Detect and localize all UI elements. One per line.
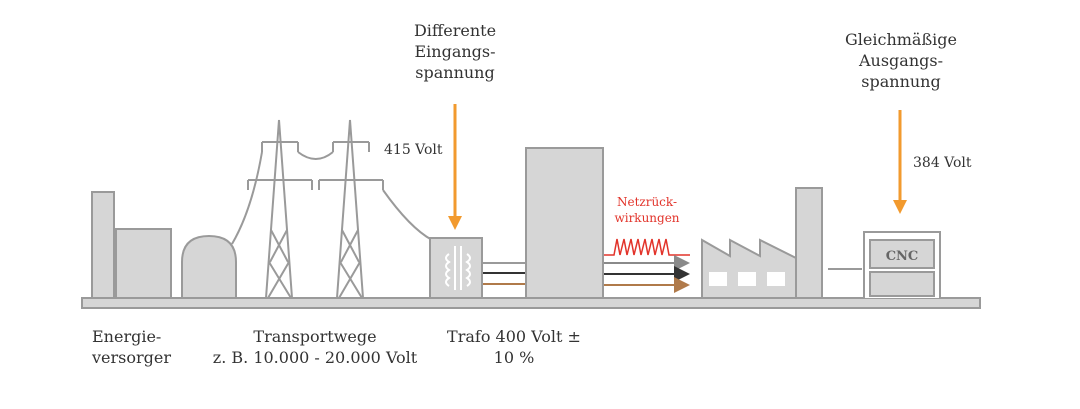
transformer-output-lines [483, 262, 525, 285]
feedback-waveform [604, 238, 690, 256]
factory-icon [701, 187, 823, 299]
volt-384-label: 384 Volt [913, 155, 972, 171]
transport-label: Transportwege z. B. 10.000 - 20.000 Volt [212, 327, 418, 367]
distribution-block [525, 147, 604, 299]
power-plant-icon [91, 191, 237, 299]
ground-baseline [81, 297, 981, 309]
volt-415-label: 415 Volt [384, 142, 443, 158]
voltage-arrows [448, 104, 907, 230]
output-voltage-title: Gleichmäßige Ausgangs- spannung [845, 30, 957, 91]
input-voltage-title: Differente Eingangs- spannung [413, 21, 497, 82]
transformer-icon [429, 237, 483, 299]
cnc-label: CNC [886, 249, 919, 264]
transformer-label: Trafo 400 Volt ± 10 % [447, 327, 581, 367]
cnc-machine-icon [863, 231, 941, 298]
transmission-tower-icon [231, 119, 433, 299]
supply-arrows [604, 255, 690, 293]
network-feedback-label: Netzrück- wirkungen [614, 195, 680, 226]
energy-supplier-label: Energie- versorger [92, 327, 172, 367]
